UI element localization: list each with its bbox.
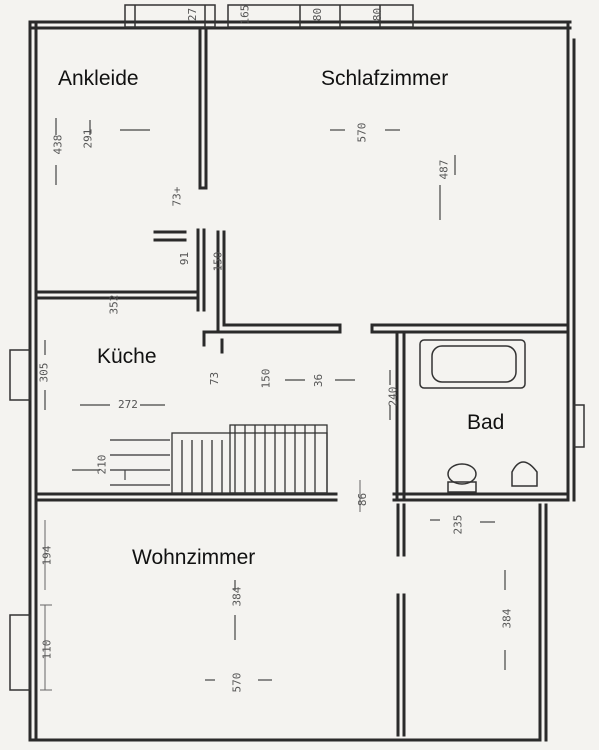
dim-352: 352: [107, 294, 121, 315]
dim-150b: 150: [259, 368, 273, 389]
dim-ankleide-width: 438: [51, 134, 65, 155]
bath-fixtures: [419, 339, 538, 493]
dim-schlaf-depth: 487: [437, 159, 451, 180]
room-label-kueche: Küche: [97, 345, 157, 368]
staircase: [110, 424, 328, 494]
dim-kueche-depth: 272: [118, 398, 138, 411]
dim-kueche-width: 305: [37, 362, 51, 383]
dim-top-80b: 80: [371, 7, 385, 22]
dim-91: 91: [178, 251, 192, 266]
dim-top-80a: 80: [311, 7, 325, 22]
dim-235: 235: [451, 514, 465, 535]
dim-top-165: 165: [238, 4, 252, 25]
dim-240: 240: [386, 386, 400, 407]
dim-150: 150: [211, 251, 225, 272]
dim-right-384: 384: [500, 608, 514, 629]
dim-stair-210: 210: [95, 454, 109, 475]
room-label-ankleide: Ankleide: [58, 67, 139, 90]
dim-wohn-384: 384: [230, 586, 244, 607]
dim-schlaf-width: 570: [355, 122, 369, 143]
room-label-schlafzimmer: Schlafzimmer: [321, 67, 449, 90]
dim-36: 36: [312, 373, 326, 388]
dim-86: 86: [356, 492, 370, 507]
side-windows: [9, 349, 585, 691]
dim-top-27: 27: [186, 7, 200, 22]
dim-wohn-194: 194: [40, 545, 54, 566]
dim-wohn-570: 570: [230, 672, 244, 693]
dimension-arrows: [44, 118, 506, 681]
measure-ticks: [40, 480, 361, 691]
walls: [28, 20, 576, 742]
dim-73: 73: [208, 371, 222, 386]
dim-ankleide-height: 291: [81, 128, 95, 149]
dim-wohn-110: 110: [40, 639, 54, 660]
room-label-bad: Bad: [467, 411, 505, 434]
room-label-wohnzimmer: Wohnzimmer: [132, 546, 256, 569]
dim-wall-73: 73+: [170, 186, 184, 207]
top-windows: [124, 4, 414, 28]
